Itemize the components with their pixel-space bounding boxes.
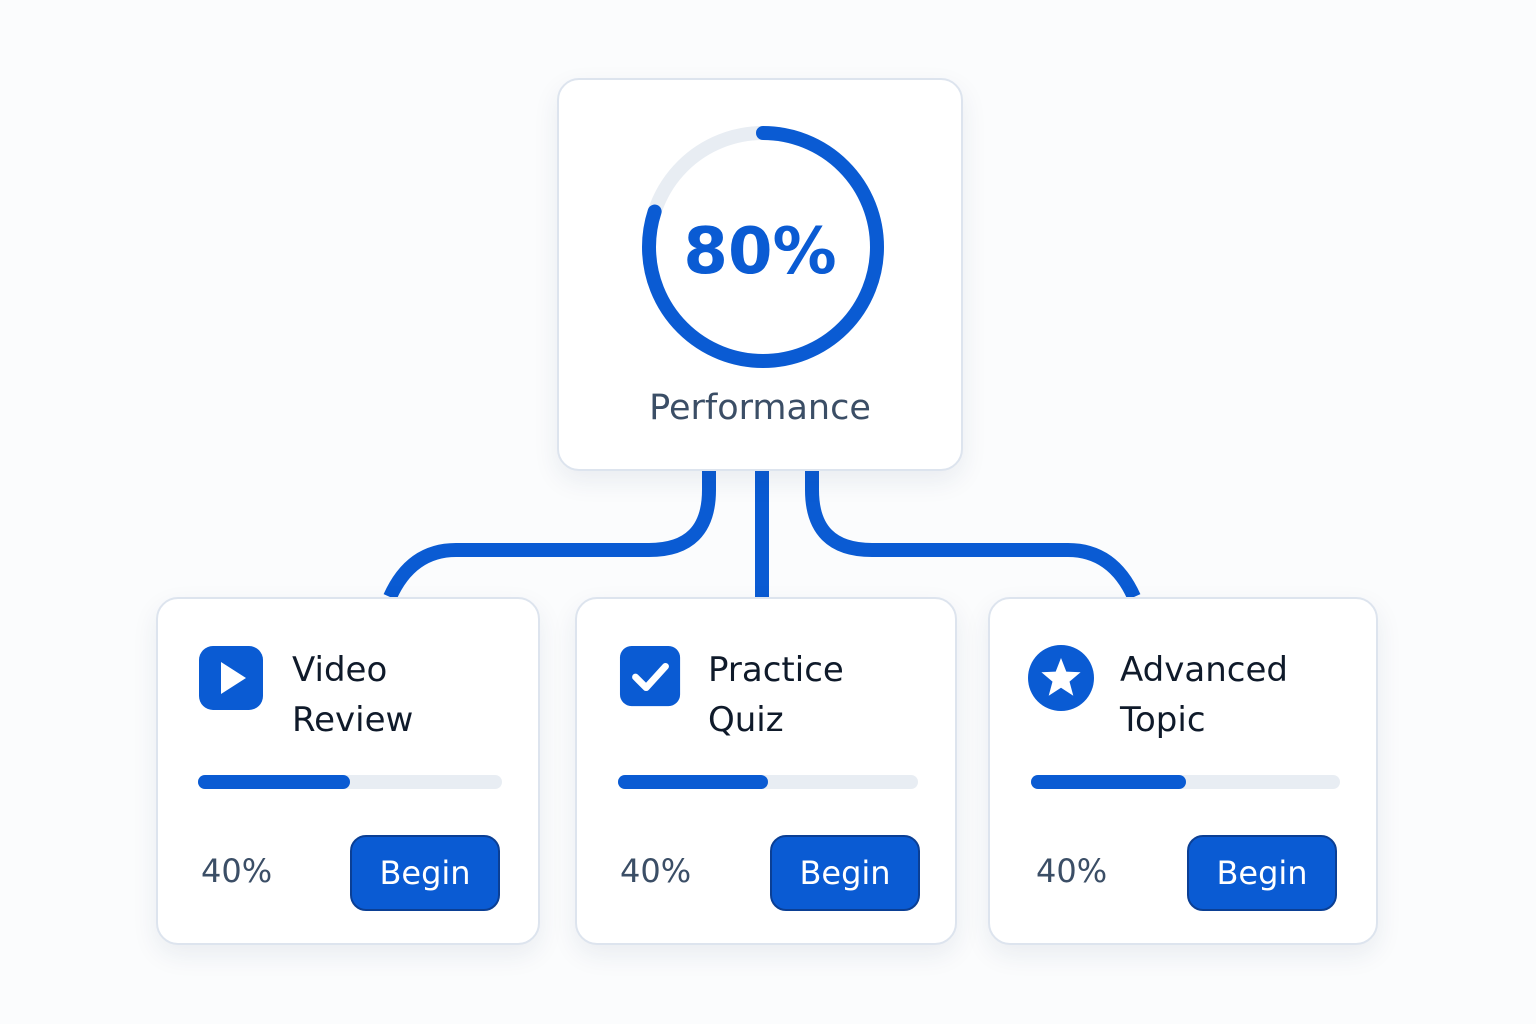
task-title-line1: Video [292,650,388,690]
task-title-line1: Advanced [1120,650,1288,690]
performance-ring-arc [642,126,884,368]
progress-percent: 40% [620,852,692,890]
progress-fill [1031,775,1186,789]
connector-right [805,471,1141,601]
begin-button-advanced-topic[interactable]: Begin [1187,835,1337,911]
progress-fill [198,775,350,789]
begin-button-practice-quiz[interactable]: Begin [770,835,920,911]
connector-left [383,471,716,601]
performance-card: 80% Performance [557,78,963,471]
task-title: Advanced Topic [1120,645,1360,745]
checkbox-check-icon [619,645,681,707]
progress-percent: 40% [201,852,273,890]
task-title: Video Review [292,645,532,745]
performance-ring [642,126,884,368]
task-card-video-review: Video Review 40% Begin [156,597,540,945]
progress-track [198,775,502,789]
task-card-practice-quiz: Practice Quiz 40% Begin [575,597,957,945]
star-icon [1028,645,1094,711]
task-title-line2: Topic [1120,700,1206,740]
task-title-line1: Practice [708,650,844,690]
progress-percent: 40% [1036,852,1108,890]
task-title-line2: Quiz [708,700,784,740]
progress-track [1031,775,1340,789]
progress-fill [618,775,768,789]
performance-label: Performance [649,388,871,428]
task-card-advanced-topic: Advanced Topic 40% Begin [988,597,1378,945]
begin-button-video-review[interactable]: Begin [350,835,500,911]
task-title-line2: Review [292,700,414,740]
performance-value: 80% [683,215,837,289]
progress-track [618,775,918,789]
play-icon [199,646,263,710]
task-title: Practice Quiz [708,645,948,745]
